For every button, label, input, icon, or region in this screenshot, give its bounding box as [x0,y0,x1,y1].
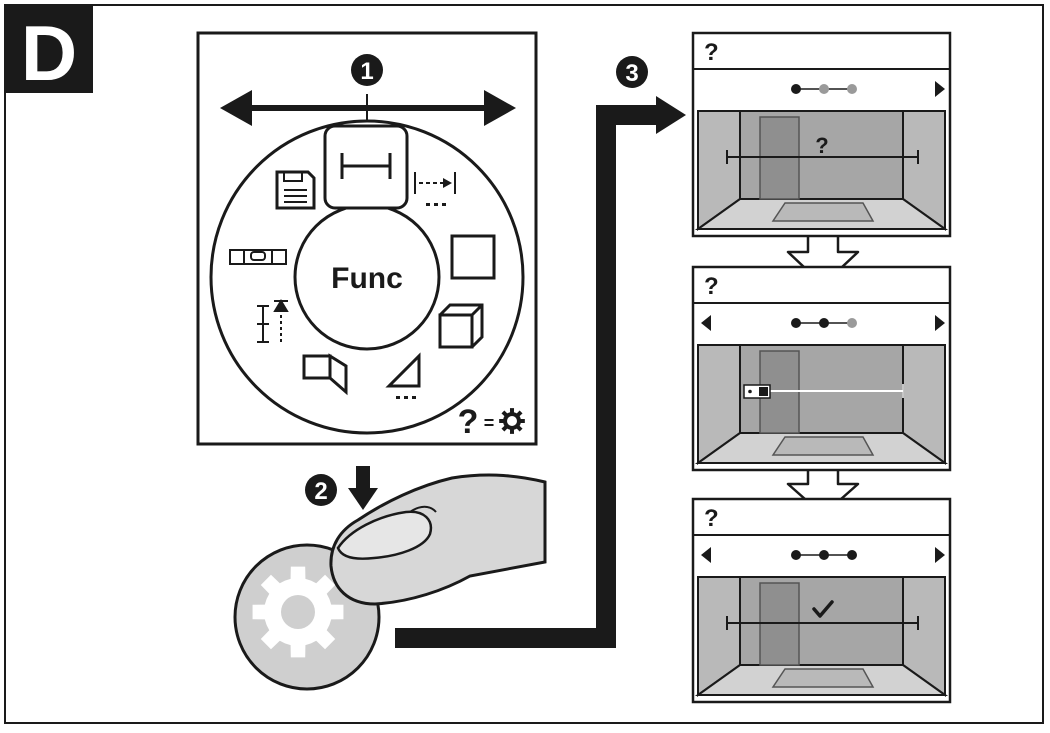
finger-icon [329,473,547,606]
room-illustration [694,576,949,697]
wizard-screens: ???? [691,31,952,704]
func-label: Func [331,262,403,295]
memory-icon [275,170,316,210]
progress-indicator [791,84,857,94]
step-3-marker: 3 [616,56,648,88]
arrow-right-icon [935,81,945,97]
screen-header-label: ? [704,39,719,66]
mode-dial-panel: 1 Func [196,31,538,446]
progress-dot [819,550,829,560]
stakeout-icon [257,299,289,343]
figure-frame [4,4,1044,724]
indirect-measure-icon [385,352,421,399]
volume-icon [438,303,484,349]
room-illustration [694,344,949,465]
single-distance-icon [323,124,409,210]
floor-rug [771,202,875,222]
wall-question-label: ? [815,133,828,158]
step-1-marker: 1 [351,54,383,86]
step-2-marker: 2 [305,474,337,506]
progress-dot [819,84,829,94]
figure-letter-badge: D [5,5,93,97]
equals-sign: = [484,413,495,433]
progress-indicator [791,318,857,328]
wizard-screen: ?? [691,31,952,238]
press-down-arrow-icon [348,466,378,510]
arrow-right-icon [935,547,945,563]
progress-dot [847,318,857,328]
help-symbol: ? [458,403,479,441]
progress-dot [819,318,829,328]
rangefinder-device-icon [743,384,771,399]
figure-letter: D [21,9,77,97]
arrow-right-icon [935,315,945,331]
floor-rug [771,668,875,688]
spirit-level-icon [229,249,287,265]
progress-indicator [791,550,857,560]
svg-text:2: 2 [314,478,327,505]
area-icon [450,234,496,280]
floor-rug [771,436,875,456]
wizard-screen: ? [691,265,952,472]
progress-dot [791,318,801,328]
screen-header-label: ? [704,273,719,300]
connector-arrow-icon [395,96,686,648]
progress-dot [847,84,857,94]
wall-area-icon [302,353,348,396]
checkmark-icon [812,600,834,618]
arrow-left-icon [701,315,711,331]
screen-header-label: ? [704,505,719,532]
double-arrow-icon [220,90,516,126]
progress-dot [791,550,801,560]
svg-text:1: 1 [360,58,373,85]
svg-text:3: 3 [625,60,638,87]
room-illustration: ? [694,110,949,231]
gear-icon [499,408,525,434]
progress-dot [791,84,801,94]
wizard-screen: ? [691,497,952,704]
gear-button-icon [252,566,344,658]
progress-dot [847,550,857,560]
continuous-distance-icon [414,172,456,206]
arrow-left-icon [701,547,711,563]
